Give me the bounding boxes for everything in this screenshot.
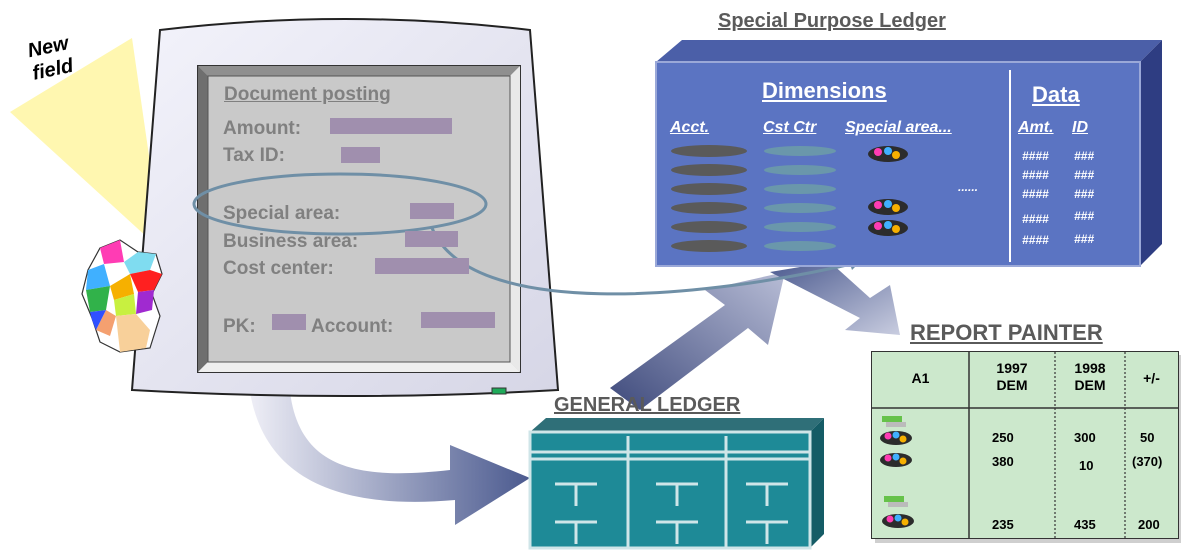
col-id: ID — [1072, 119, 1088, 136]
rp-header-a1: A1 — [911, 370, 930, 386]
rp-header-1997: 1997 DEM — [969, 360, 1055, 394]
document-posting-title: Document posting — [224, 84, 391, 105]
col-amt: Amt. — [1018, 119, 1054, 136]
report-painter-title: REPORT PAINTER — [910, 320, 1103, 345]
hash-id: ### — [1074, 168, 1095, 182]
hash-id: ### — [1074, 232, 1095, 246]
arrow-special-to-report — [770, 262, 900, 335]
rp-header-1997-currency: DEM — [996, 377, 1028, 393]
taxid-field[interactable] — [341, 147, 380, 163]
arrow-to-general-ledger — [250, 392, 530, 525]
map-icon-small — [868, 220, 908, 236]
pk-label: PK: — [223, 316, 256, 337]
taxid-label: Tax ID: — [223, 145, 285, 166]
business-area-field[interactable] — [405, 231, 458, 247]
rp-cell-r1-1998: 300 — [1074, 430, 1096, 445]
new-field-beam — [10, 38, 160, 238]
special-ledger-top-face — [656, 40, 1162, 62]
report-painter-table: A1 1997 DEM 1998 DEM +/- 250 300 50 380 … — [871, 351, 1179, 539]
general-ledger-top-face — [530, 418, 824, 432]
col-cst-ctr: Cst Ctr — [763, 119, 817, 136]
amount-field[interactable] — [330, 118, 452, 134]
rp-cell-r3-diff: 200 — [1138, 517, 1160, 532]
cost-center-label: Cost center: — [223, 258, 334, 279]
arrow-general-to-special — [610, 272, 785, 410]
col-special-area: Special area... — [845, 119, 952, 136]
rp-cell-r3-1997: 235 — [992, 517, 1014, 532]
pk-field[interactable] — [272, 314, 306, 330]
dimensions-heading: Dimensions — [762, 78, 887, 103]
hash-amt: #### — [1022, 233, 1049, 247]
col-acct: Acct. — [670, 119, 710, 136]
rp-header-1998-currency: DEM — [1074, 377, 1106, 393]
rp-header-1998-year: 1998 — [1074, 360, 1106, 376]
special-area-field[interactable] — [410, 203, 454, 219]
general-ledger-title: GENERAL LEDGER — [554, 394, 741, 416]
account-field[interactable] — [421, 312, 495, 328]
rp-cell-r3-1998: 435 — [1074, 517, 1096, 532]
rp-header-diff: +/- — [1143, 370, 1160, 386]
hash-id: ### — [1074, 187, 1095, 201]
hash-id: ### — [1074, 149, 1095, 163]
ellipsis: ...... — [958, 180, 979, 194]
cst-ctr-ovals — [764, 146, 836, 251]
rp-header-1998: 1998 DEM — [1055, 360, 1125, 394]
business-area-label: Business area: — [223, 231, 359, 252]
report-grid — [872, 352, 1178, 538]
rp-cell-r1-diff: 50 — [1140, 430, 1155, 445]
amount-label: Amount: — [223, 118, 302, 139]
hash-amt: #### — [1022, 149, 1049, 163]
data-heading: Data — [1032, 82, 1080, 107]
account-label: Account: — [311, 316, 394, 337]
special-area-label: Special area: — [223, 203, 341, 224]
power-light — [491, 387, 507, 395]
map-icon-small — [882, 514, 914, 528]
hash-amt: #### — [1022, 212, 1049, 226]
hash-id: ### — [1074, 209, 1095, 223]
map-icon-small — [868, 146, 908, 162]
special-area-highlight — [192, 172, 488, 236]
cost-center-field[interactable] — [375, 258, 469, 274]
hash-amt: #### — [1022, 187, 1049, 201]
special-ledger-title: Special Purpose Ledger — [718, 10, 946, 32]
rp-cell-r1-1997: 250 — [992, 430, 1014, 445]
map-icon-small — [880, 453, 912, 467]
acct-ovals — [671, 145, 747, 252]
t-account-icons — [555, 482, 788, 544]
map-icon-small — [880, 431, 912, 445]
general-ledger-side-face — [810, 418, 824, 548]
rp-cell-r2-diff: (370) — [1132, 454, 1163, 469]
rp-cell-r2-1998: 10 — [1079, 458, 1094, 473]
rp-header-1997-year: 1997 — [996, 360, 1028, 376]
hash-amt: #### — [1022, 168, 1049, 182]
special-ledger-side-face — [1140, 40, 1162, 266]
germany-map-icon — [81, 239, 163, 353]
rp-cell-r2-1997: 380 — [992, 454, 1014, 469]
map-icon-small — [868, 199, 908, 215]
